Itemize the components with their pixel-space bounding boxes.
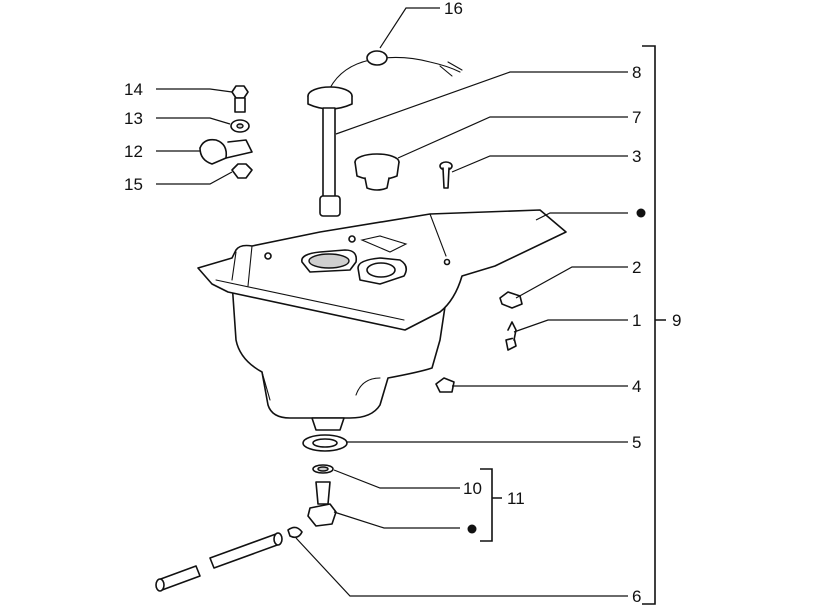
clip-and-screws [435, 291, 523, 393]
callout-15: 15 [124, 175, 143, 194]
fuel-tank [197, 209, 567, 431]
screw-3 [439, 161, 453, 189]
bracket-11 [480, 468, 502, 542]
fuel-tap [302, 434, 348, 527]
callout-13: 13 [124, 109, 143, 128]
callout-7: 7 [632, 108, 641, 127]
callout-labels: 16 8 7 3 2 1 9 4 5 10 11 6 14 13 12 15 [124, 0, 681, 606]
small-hardware [199, 85, 253, 179]
bullet-marker [636, 208, 646, 218]
callout-3: 3 [632, 147, 641, 166]
callout-11: 11 [507, 489, 525, 508]
filler-cap [354, 153, 400, 191]
callout-12: 12 [124, 142, 143, 161]
fuel-level-sender [307, 50, 463, 217]
callout-9: 9 [672, 311, 681, 330]
callout-14: 14 [124, 80, 143, 99]
callout-1: 1 [632, 311, 641, 330]
callout-8: 8 [632, 63, 641, 82]
bracket-9 [642, 45, 666, 605]
callout-10: 10 [463, 479, 482, 498]
callout-4: 4 [632, 377, 641, 396]
bullet-marker [467, 524, 477, 534]
callout-6: 6 [632, 587, 641, 606]
leader-lines [156, 7, 628, 597]
callout-5: 5 [632, 433, 641, 452]
fuel-hose [155, 526, 303, 592]
callout-2: 2 [632, 258, 641, 277]
callout-16: 16 [444, 0, 463, 18]
